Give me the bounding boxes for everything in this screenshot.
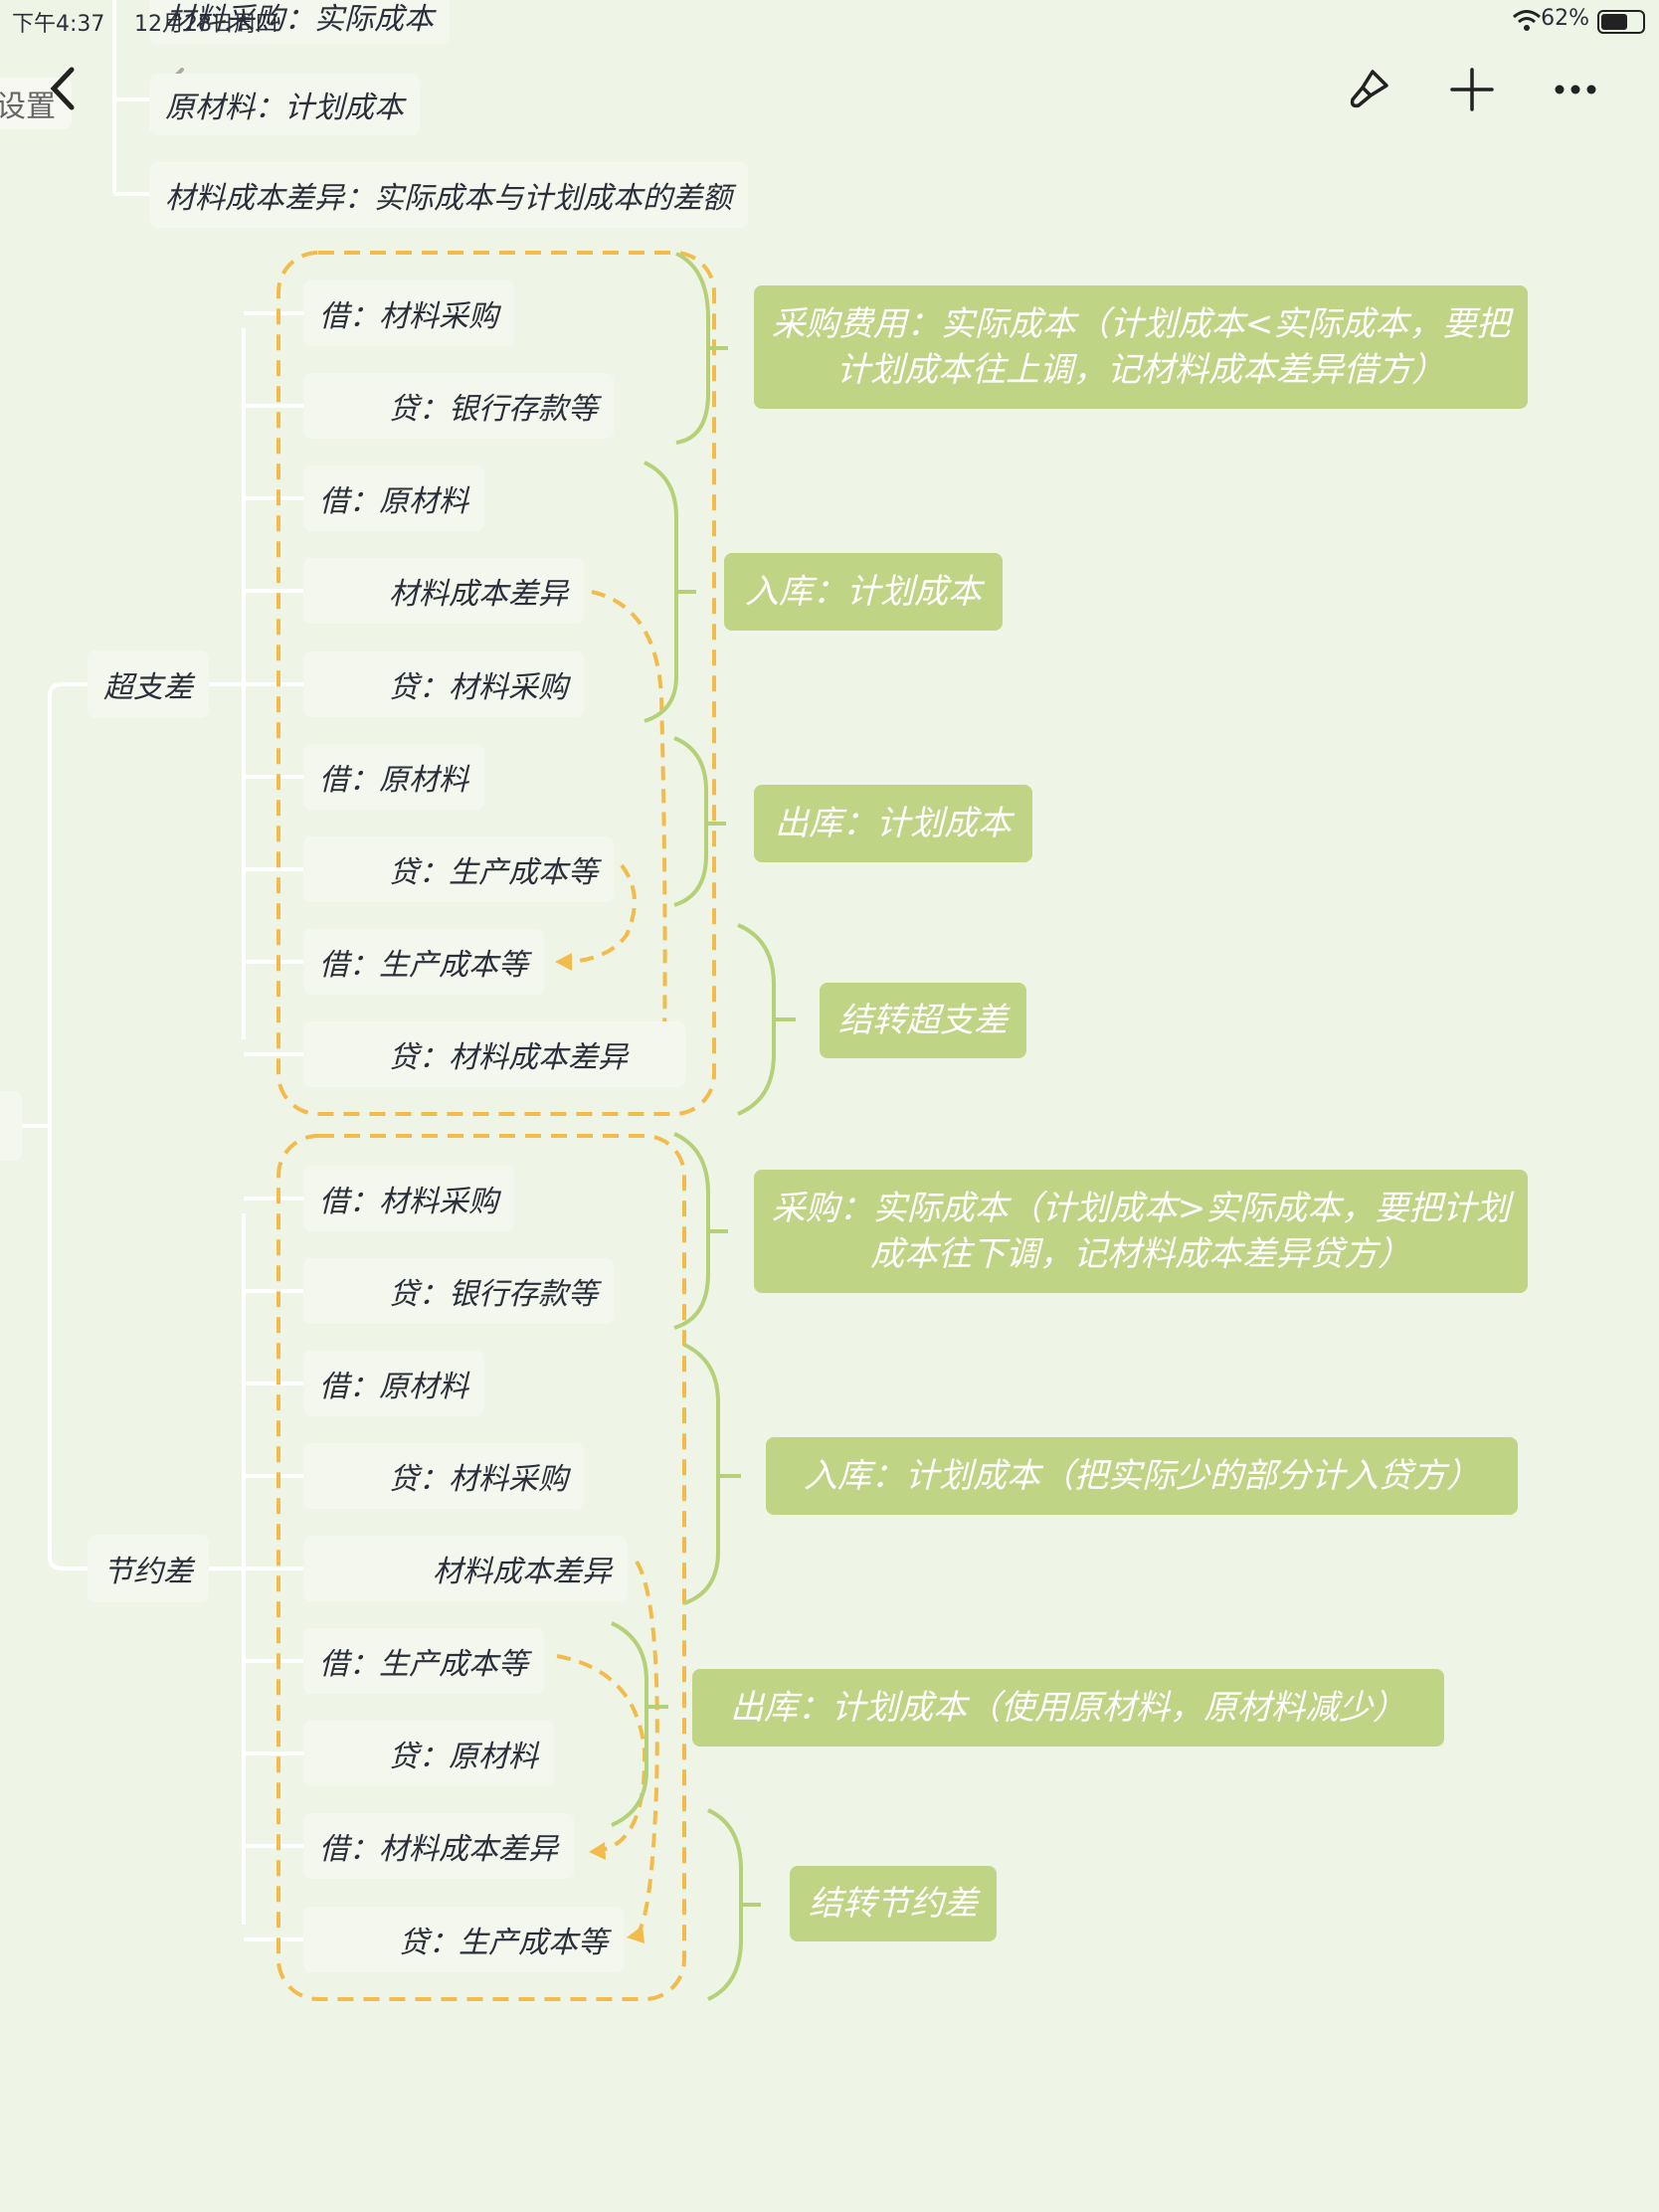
entry-saving-6[interactable]: 借：生产成本等	[303, 1628, 544, 1694]
entry-overspend-9[interactable]: 贷：材料成本差异	[303, 1021, 686, 1087]
battery-icon	[1597, 10, 1645, 34]
entry-overspend-6[interactable]: 借：原材料	[303, 744, 484, 810]
entry-overspend-1[interactable]: 借：材料采购	[303, 280, 514, 346]
entry-overspend-7[interactable]: 贷：生产成本等	[303, 836, 614, 902]
more-icon[interactable]	[1554, 84, 1597, 95]
entry-saving-5[interactable]: 材料成本差异	[303, 1536, 628, 1601]
entry-saving-2[interactable]: 贷：银行存款等	[303, 1258, 614, 1324]
node-raw-planned[interactable]: 原材料：计划成本	[149, 74, 420, 135]
status-time: 下午4:37	[12, 12, 105, 37]
plus-icon[interactable]	[1450, 68, 1494, 111]
back-chevron-icon[interactable]	[48, 66, 80, 111]
note-saving-inbound[interactable]: 入库：计划成本（把实际少的部分计入贷方）	[766, 1437, 1518, 1515]
node-purchase-actual[interactable]: 材料采购：实际成本	[149, 0, 450, 44]
status-date: 12月28日周四	[134, 12, 277, 37]
wifi-icon	[1513, 10, 1541, 31]
status-bar: 下午4:37 12月28日周四 62%	[0, 0, 1659, 40]
note-saving-purchase[interactable]: 采购：实际成本（计划成本>实际成本，要把计划成本往下调，记材料成本差异贷方）	[754, 1170, 1528, 1293]
entry-overspend-8[interactable]: 借：生产成本等	[303, 929, 544, 995]
entry-overspend-5[interactable]: 贷：材料采购	[303, 651, 584, 717]
battery-percent: 62%	[1541, 6, 1589, 31]
note-overspend-purchase[interactable]: 采购费用：实际成本（计划成本<实际成本，要把计划成本往上调，记材料成本差异借方）	[754, 285, 1528, 409]
entry-overspend-3[interactable]: 借：原材料	[303, 465, 484, 531]
note-saving-transfer[interactable]: 结转节约差	[790, 1866, 997, 1941]
entry-saving-4[interactable]: 贷：材料采购	[303, 1443, 584, 1509]
note-overspend-inbound[interactable]: 入库：计划成本	[724, 553, 1003, 631]
node-variance[interactable]: 材料成本差异：实际成本与计划成本的差额	[149, 162, 748, 228]
branch-saving[interactable]: 节约差	[88, 1535, 209, 1602]
back-label: 设置	[0, 90, 56, 124]
back-button[interactable]: 设置	[0, 78, 72, 129]
entry-saving-1[interactable]: 借：材料采购	[303, 1166, 514, 1231]
branch-overspend[interactable]: 超支差	[88, 650, 209, 718]
note-overspend-outbound[interactable]: 出库：计划成本	[754, 785, 1032, 862]
entry-saving-3[interactable]: 借：原材料	[303, 1351, 484, 1416]
entry-overspend-4[interactable]: 材料成本差异	[303, 558, 584, 624]
entry-saving-7[interactable]: 贷：原材料	[303, 1721, 554, 1786]
entry-saving-9[interactable]: 贷：生产成本等	[303, 1907, 624, 1972]
root-node-fragment[interactable]	[0, 1091, 22, 1161]
note-overspend-transfer[interactable]: 结转超支差	[820, 983, 1026, 1058]
entry-overspend-2[interactable]: 贷：银行存款等	[303, 373, 614, 439]
entry-saving-8[interactable]: 借：材料成本差异	[303, 1813, 574, 1879]
paint-brush-icon[interactable]	[1345, 66, 1392, 113]
note-saving-outbound[interactable]: 出库：计划成本（使用原材料，原材料减少）	[692, 1669, 1444, 1747]
